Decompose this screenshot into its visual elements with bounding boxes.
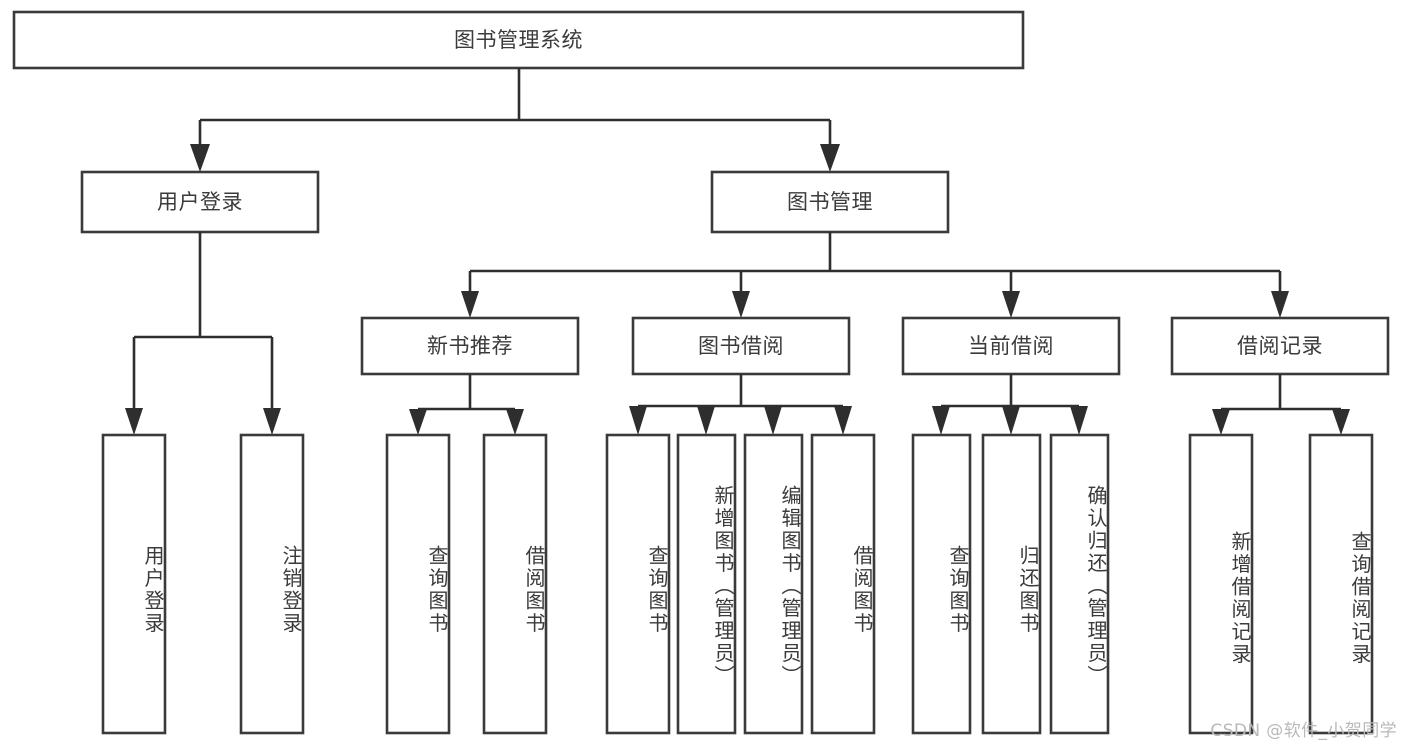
arrow-head-leaf-query-book-1 — [409, 409, 427, 435]
node-box-leaf-edit-book[interactable] — [743, 433, 804, 735]
node-box-root[interactable] — [12, 10, 1025, 70]
arrow-head-book-management — [820, 144, 840, 172]
node-box-current-borrow[interactable] — [901, 316, 1121, 376]
arrow-head-leaf-add-book — [697, 406, 715, 435]
node-new-book-recommend[interactable] — [362, 318, 578, 374]
node-box-leaf-query-book-3[interactable] — [911, 433, 972, 735]
node-box-new-book-recommend[interactable] — [360, 316, 580, 376]
node-box-user-login[interactable] — [80, 170, 320, 234]
arrow-head-book-borrow — [732, 291, 750, 318]
node-box-leaf-add-record[interactable] — [1188, 433, 1254, 735]
node-box-leaf-query-book-2[interactable] — [605, 433, 671, 735]
node-current-borrow[interactable] — [903, 318, 1119, 374]
arrow-head-leaf-query-book-2 — [629, 406, 647, 435]
arrow-head-leaf-query-record — [1332, 409, 1350, 435]
node-box-leaf-user-login[interactable] — [101, 433, 167, 735]
arrow-head-user-login — [190, 144, 210, 172]
arrow-head-leaf-edit-book — [764, 406, 782, 435]
node-box-leaf-logout-login[interactable] — [239, 433, 305, 735]
csdn-watermark: CSDN @软件_小贺同学 — [1210, 721, 1397, 741]
node-box-leaf-borrow-book-1[interactable] — [482, 433, 548, 735]
arrow-head-leaf-query-book-3 — [932, 406, 950, 435]
node-box-leaf-confirm-return[interactable] — [1049, 433, 1110, 735]
node-user-login[interactable] — [82, 172, 318, 232]
node-borrow-record[interactable] — [1172, 318, 1388, 374]
arrow-head-current-borrow — [1002, 291, 1020, 318]
node-box-leaf-borrow-book-2[interactable] — [810, 433, 876, 735]
arrow-head-leaf-borrow-book-2 — [834, 406, 852, 435]
arrow-head-leaf-add-record — [1212, 409, 1230, 435]
node-box-leaf-query-book-1[interactable] — [385, 433, 451, 735]
node-box-leaf-add-book[interactable] — [676, 433, 737, 735]
arrow-head-leaf-return-book — [1002, 406, 1020, 435]
arrow-head-leaf-logout-login — [263, 408, 281, 435]
node-box-leaf-query-record[interactable] — [1308, 433, 1374, 735]
arrow-head-leaf-borrow-book-1 — [506, 409, 524, 435]
arrow-head-leaf-user-login — [125, 408, 143, 435]
arrow-head-leaf-confirm-return — [1070, 406, 1088, 435]
node-box-leaf-return-book[interactable] — [981, 433, 1042, 735]
node-book-borrow[interactable] — [633, 318, 849, 374]
node-book-management[interactable] — [712, 172, 948, 232]
arrow-head-new-book-recommend — [461, 291, 479, 318]
arrow-head-borrow-record — [1271, 291, 1289, 318]
node-root[interactable] — [14, 12, 1023, 68]
